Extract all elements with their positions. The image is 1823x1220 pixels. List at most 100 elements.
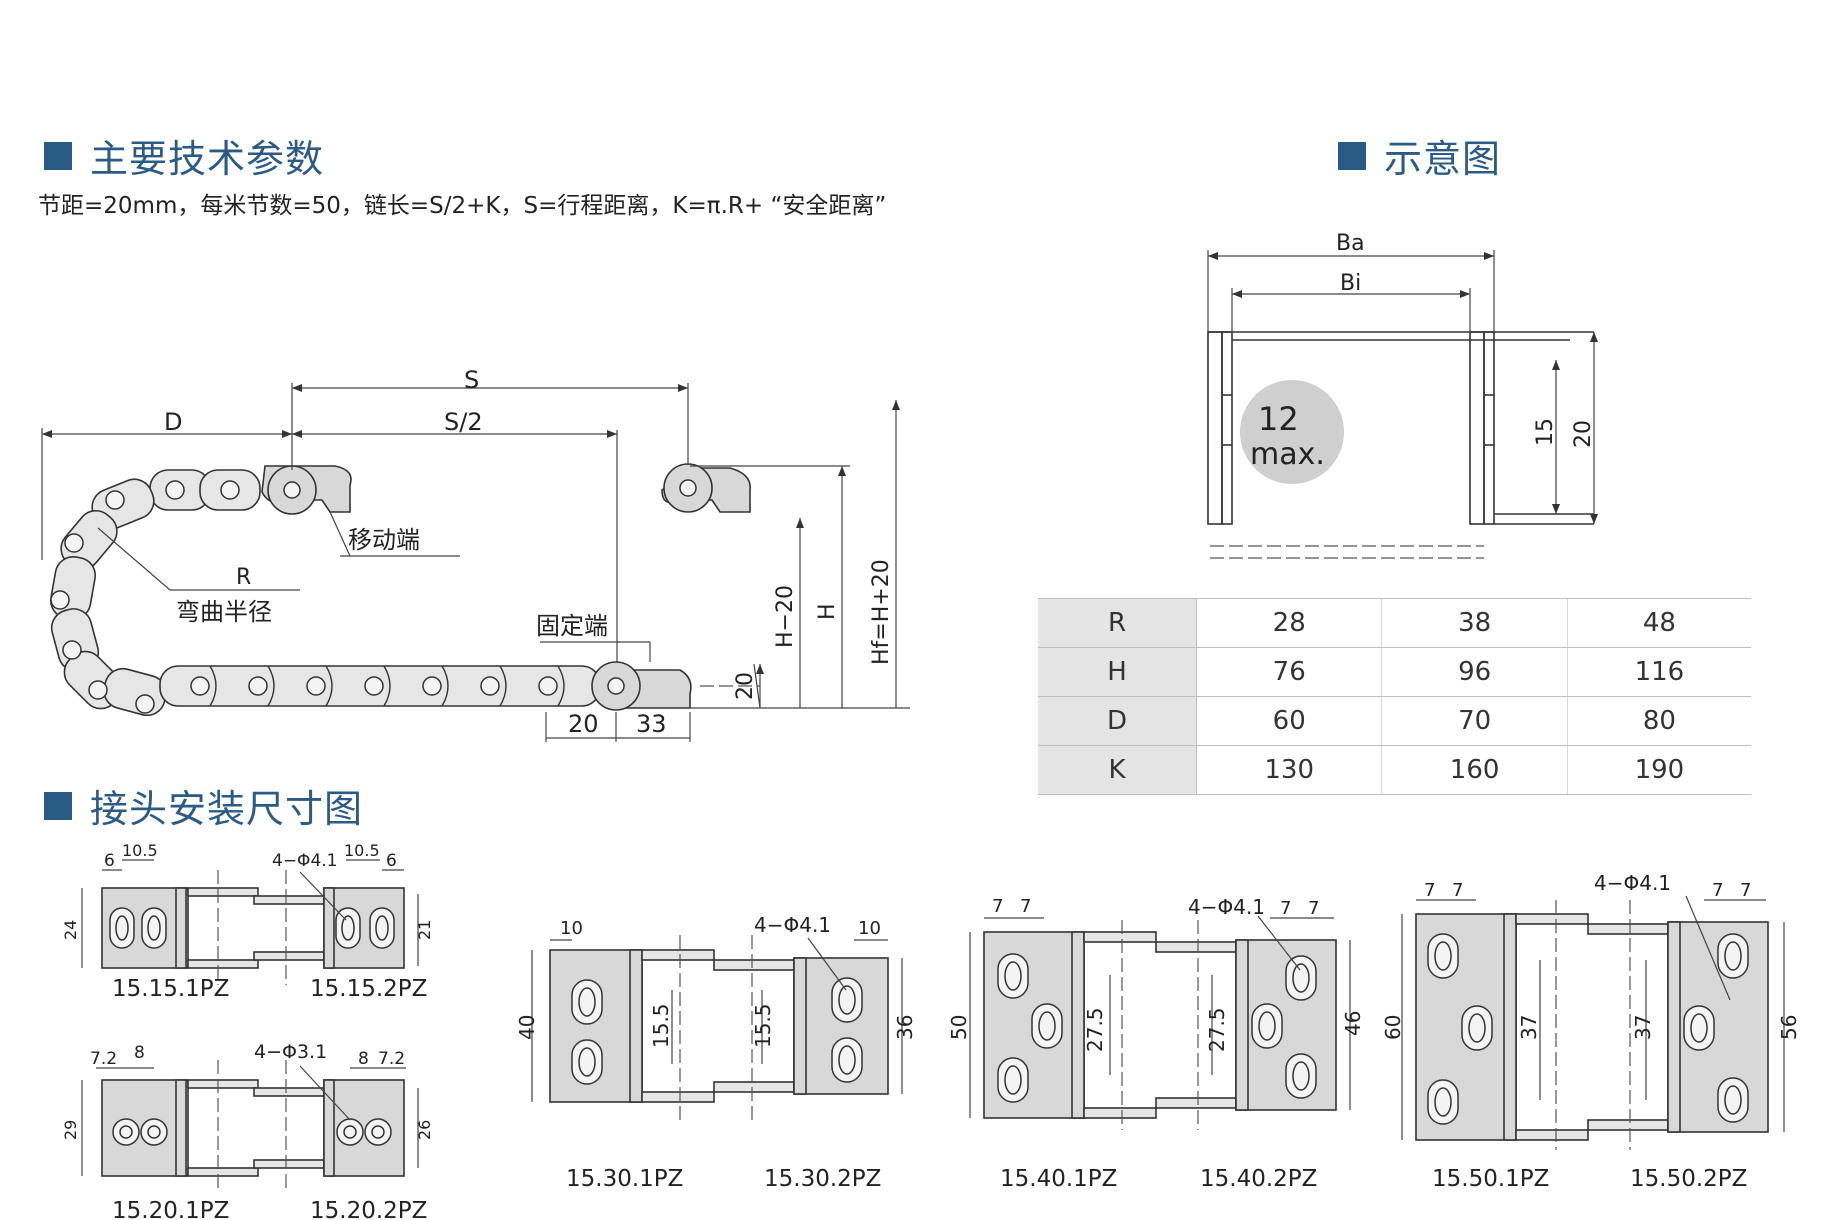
connector-rail: [713, 959, 795, 971]
dim-w-right-mid: 8: [358, 1049, 369, 1069]
connector-plate-right: [323, 1079, 405, 1177]
cell-value: 116: [1566, 647, 1751, 697]
heading-main-params: 主要技术参数: [44, 128, 324, 183]
heading-schematic: 示意图: [1338, 128, 1501, 183]
cell-value: 190: [1566, 745, 1751, 795]
chain-pin: [190, 676, 210, 696]
fixed-end-bracket: [614, 669, 692, 709]
chain-bottom-run: [159, 661, 760, 711]
dim-holes: 4−Φ4.1: [754, 913, 831, 937]
dim-h-left: 40: [515, 1015, 539, 1040]
dim-h-left: 60: [1381, 1015, 1405, 1040]
connector-rail: [187, 1079, 259, 1089]
code-1: 15.30.1PZ: [566, 1166, 683, 1192]
connector-flange: [629, 949, 643, 1103]
table-row: R 28 38 48: [1038, 598, 1751, 648]
cell-value: 160: [1381, 745, 1568, 795]
code-1: 15.15.1PZ: [112, 976, 229, 1002]
bend-radius-label: 弯曲半径: [176, 598, 272, 626]
connector-15-50: 7 7 4−Φ4.1 7 7 60 37 37 56 15.50.1PZ 15.…: [1381, 871, 1801, 1192]
h-label: H: [815, 603, 840, 620]
max-value: 12: [1258, 400, 1299, 438]
chain-pin: [422, 676, 442, 696]
connector-flange: [175, 887, 187, 969]
chain-link: [103, 667, 167, 717]
fixed-end-label: 固定端: [536, 612, 608, 640]
dim-20-label: 20: [1571, 420, 1596, 448]
s-label: S: [464, 366, 479, 394]
moving-end-bracket: [661, 467, 751, 513]
chain-pin: [538, 676, 558, 696]
heading-square-icon: [44, 141, 72, 170]
connector-plate-left: [983, 931, 1085, 1119]
connector-flange: [323, 1079, 335, 1177]
code-1: 15.20.1PZ: [112, 1198, 229, 1220]
dim-w-mid: 10.5: [122, 841, 158, 860]
connector-flange: [175, 1079, 187, 1177]
connector-15-20: 7.2 8 4−Φ3.1 8 7.2 29 26 15.20.1PZ 15.20…: [61, 1041, 434, 1220]
connector-rail: [1587, 923, 1669, 935]
cell-value: 130: [1195, 745, 1382, 795]
code-2: 15.15.2PZ: [310, 976, 427, 1002]
cross-section-dimension-lines: [1207, 250, 1595, 524]
moving-end-pivot: [663, 463, 713, 513]
moving-end-hole: [283, 481, 301, 499]
dim-w-left: 7.2: [90, 1049, 117, 1069]
dim-h-left: 29: [61, 1120, 80, 1140]
code-2: 15.20.2PZ: [310, 1198, 427, 1220]
dim-inner-right: 27.5: [1205, 1007, 1229, 1052]
dim-inner-right: 37: [1631, 1015, 1655, 1040]
connector-flange: [1667, 921, 1681, 1133]
connector-rail: [253, 1159, 325, 1169]
dim-h-left: 50: [947, 1015, 971, 1040]
cell-value: 48: [1566, 598, 1751, 648]
dim-h-right: 56: [1777, 1015, 1801, 1040]
h-minus-20-label: H−20: [773, 585, 798, 648]
connector-rail: [1587, 1119, 1669, 1131]
moving-end-label: 移动端: [348, 526, 420, 554]
dim-33: 33: [636, 710, 667, 738]
row-label: D: [1038, 696, 1197, 746]
dim-holes: 4−Φ4.1: [272, 851, 337, 871]
heading-text: 主要技术参数: [90, 137, 325, 181]
connector-rail: [253, 951, 325, 961]
dim-w-right-a: 7: [1280, 898, 1291, 919]
connector-rail: [253, 1087, 325, 1097]
table-row: H 76 96 116: [1038, 647, 1751, 697]
d-label: D: [164, 408, 182, 436]
chain-pin: [135, 694, 155, 714]
chain-bend: [49, 478, 167, 717]
connector-rail: [713, 1081, 795, 1093]
chain-pin: [105, 490, 125, 510]
row-label: H: [1038, 647, 1197, 697]
connector-rail: [1083, 1107, 1157, 1119]
chain-pin: [306, 676, 326, 696]
connector-flange: [1235, 939, 1249, 1111]
dim-w-left-a: 7: [1424, 880, 1435, 901]
chain-link: [199, 469, 261, 511]
dim-w-left: 10: [560, 918, 583, 939]
connector-rail: [253, 895, 325, 905]
row-label: R: [1038, 598, 1197, 648]
connector-plate-left: [101, 1079, 189, 1177]
chain-link: [91, 478, 155, 530]
heading-square-icon: [1338, 141, 1366, 170]
r-label: R: [236, 565, 251, 590]
moving-end-bracket: [261, 465, 352, 513]
cell-value: 76: [1195, 647, 1382, 697]
dim-inner-left: 27.5: [1083, 1007, 1107, 1052]
dim-h-right: 26: [415, 1120, 434, 1140]
chain-link-row: [159, 665, 601, 707]
cell-value: 60: [1195, 696, 1382, 746]
connector-plate-right: [1667, 921, 1769, 1133]
connector-rail: [1155, 1097, 1237, 1109]
chain-pin: [480, 676, 500, 696]
dim-w-right-a: 7: [1712, 880, 1723, 901]
chain-arrowheads: [42, 384, 900, 674]
code-1: 15.40.1PZ: [1000, 1166, 1117, 1192]
connector-15-15: 6 10.5 4−Φ4.1 10.5 6 24 21 15.15.1PZ 15.…: [61, 841, 434, 1002]
connector-flange: [323, 887, 335, 969]
connector-rail: [187, 1167, 259, 1177]
chain-pin: [165, 480, 185, 500]
chain-pin: [364, 676, 384, 696]
